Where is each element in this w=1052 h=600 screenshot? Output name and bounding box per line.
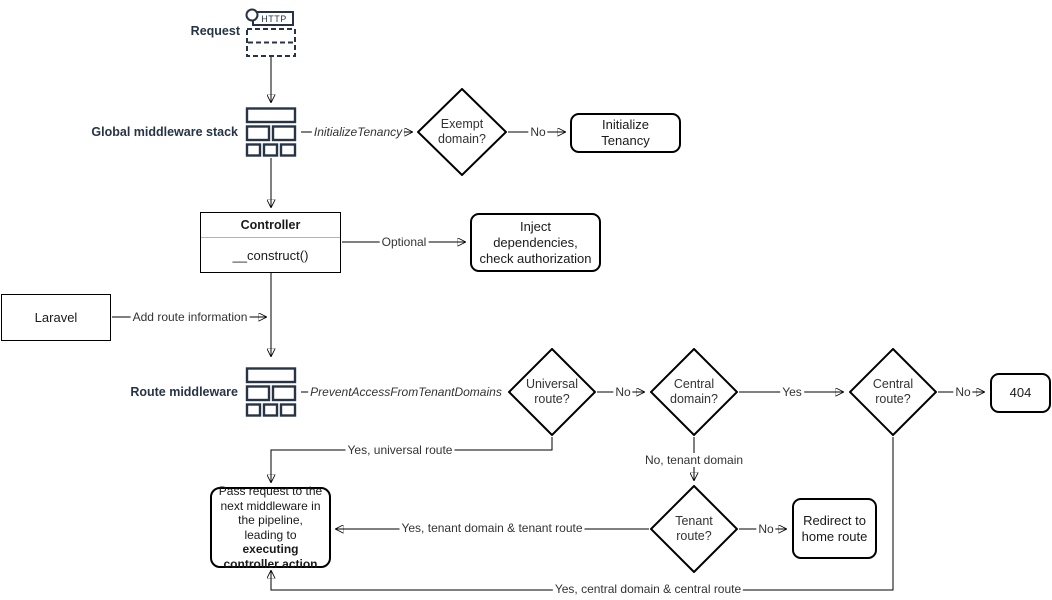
central-domain-label: Central domain? — [670, 377, 718, 406]
404-node: 404 — [990, 373, 1051, 413]
request-label: Request — [190, 24, 240, 38]
route-middleware-stack-icon — [245, 367, 297, 417]
pass-request-prefix: Pass request to the next middleware in t… — [218, 484, 323, 542]
central-route-label: Central route? — [872, 377, 914, 406]
global-middleware-stack-label: Global middleware stack — [91, 125, 238, 139]
http-request-icon: HTTP — [245, 8, 297, 58]
edge-label-no-tenant-domain: No, tenant domain — [642, 453, 746, 467]
central-domain-decision: Central domain? — [650, 348, 738, 436]
edge-label-universal-no: No — [613, 385, 633, 399]
central-route-decision: Central route? — [849, 348, 937, 436]
controller-construct: __construct() — [232, 247, 309, 263]
route-middleware-label: Route middleware — [130, 385, 238, 399]
edge-label-initialize-tenancy: InitializeTenancy — [311, 125, 405, 139]
tenant-route-label: Tenant route? — [675, 514, 713, 543]
edge-label-add-route-information: Add route information — [130, 310, 250, 324]
edge-label-tenant-route-no: No — [756, 522, 776, 536]
laravel-node: Laravel — [1, 294, 111, 341]
redirect-home-node: Redirect to home route — [792, 498, 877, 559]
edge-label-central-domain-yes: Yes — [780, 385, 804, 399]
edge-label-central-route-no: No — [953, 385, 973, 399]
universal-route-label: Universal route? — [525, 377, 579, 406]
exempt-domain-decision: Exempt domain? — [417, 88, 507, 176]
controller-title: Controller — [201, 213, 340, 238]
edge-label-optional: Optional — [379, 235, 429, 249]
inject-dependencies-node: Inject dependencies, check authorization — [470, 213, 601, 272]
universal-route-decision: Universal route? — [508, 348, 596, 436]
exempt-domain-label: Exempt domain? — [438, 117, 486, 146]
edge-label-yes-tenant-domain-route: Yes, tenant domain & tenant route — [399, 521, 585, 535]
edge-label-yes-universal-route: Yes, universal route — [345, 443, 455, 457]
edge-label-prevent-access: PreventAccessFromTenantDomains — [308, 385, 504, 399]
pass-request-node: Pass request to the next middleware in t… — [210, 484, 331, 571]
http-badge-text: HTTP — [261, 14, 287, 24]
pass-request-emphasis: executing controller action — [223, 542, 318, 571]
pass-request-text: Pass request to the next middleware in t… — [218, 484, 323, 571]
tenant-route-decision: Tenant route? — [650, 485, 738, 573]
edge-label-yes-central-domain-route: Yes, central domain & central route — [552, 582, 744, 596]
initialize-tenancy-node: Initialize Tenancy — [570, 113, 681, 153]
edge-label-exempt-no: No — [528, 125, 548, 139]
controller-node: Controller __construct() — [200, 212, 341, 273]
global-middleware-stack-icon — [245, 107, 297, 157]
